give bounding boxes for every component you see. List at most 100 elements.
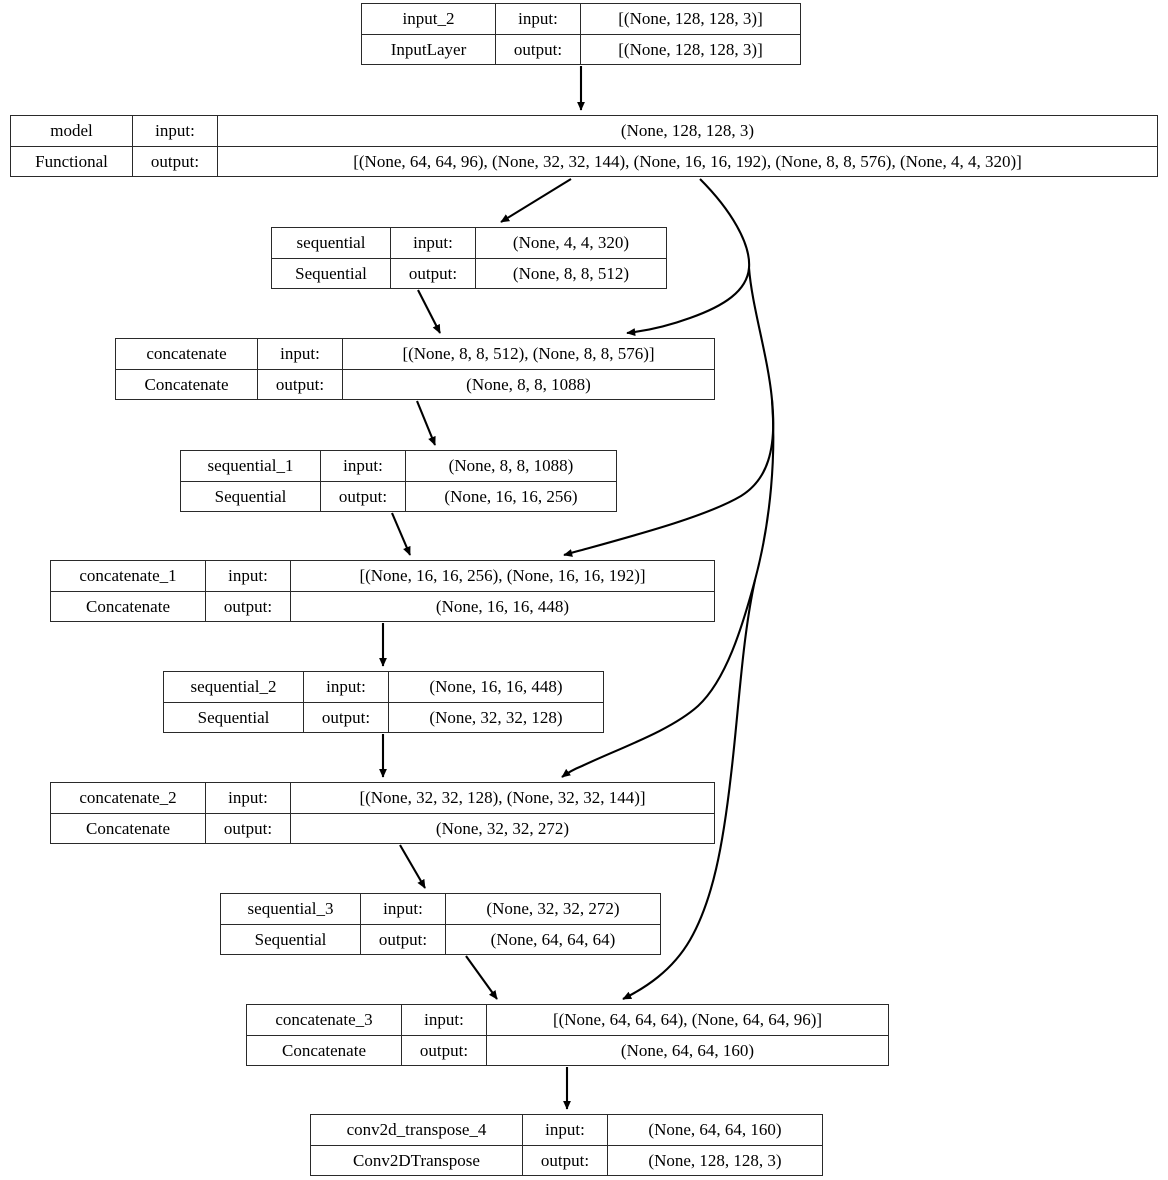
- node-name: sequential_1: [181, 451, 321, 481]
- node-output-shape: [(None, 128, 128, 3)]: [618, 39, 763, 59]
- node-class: Sequential: [164, 702, 304, 732]
- node-name: concatenate_1: [51, 561, 206, 591]
- node-input-shape: (None, 64, 64, 160): [648, 1120, 782, 1140]
- node-output-shape: (None, 16, 16, 256): [444, 486, 578, 506]
- node-input-shape: [(None, 128, 128, 3)]: [618, 9, 763, 29]
- node-input-shape: (None, 8, 8, 1088): [448, 456, 574, 476]
- node-class: InputLayer: [362, 34, 496, 64]
- node-class: Concatenate: [51, 813, 206, 843]
- node-class: Concatenate: [51, 591, 206, 621]
- node-name: conv2d_transpose_4: [311, 1115, 523, 1145]
- node-name: concatenate: [116, 339, 258, 369]
- node-input-shape: [(None, 8, 8, 512), (None, 8, 8, 576)]: [402, 344, 655, 364]
- node-input-label: input:: [206, 561, 291, 591]
- node-output-label: output:: [321, 481, 406, 511]
- edge-sequential-to-concatenate: [417, 289, 441, 334]
- node-output-shape: [(None, 64, 64, 96), (None, 32, 32, 144)…: [353, 151, 1022, 171]
- edge-concatenate-to-sequential1: [416, 400, 436, 446]
- node-output-label: output:: [258, 369, 343, 399]
- node-output-shape: (None, 16, 16, 448): [435, 596, 570, 616]
- node-input-label: input:: [258, 339, 343, 369]
- node-output-shape: (None, 128, 128, 3): [648, 1150, 782, 1170]
- node-class: Concatenate: [116, 369, 258, 399]
- node-input-label: input:: [496, 4, 581, 34]
- node-input-shape: (None, 4, 4, 320): [512, 233, 630, 253]
- node-name: sequential: [272, 228, 391, 258]
- node-name: model: [11, 116, 133, 146]
- node-class: Conv2DTranspose: [311, 1145, 523, 1175]
- node-input-shape: (None, 128, 128, 3): [620, 121, 755, 141]
- node-output-shape: (None, 32, 32, 128): [429, 707, 563, 727]
- node-input-label: input:: [523, 1115, 608, 1145]
- node-output-label: output:: [402, 1035, 487, 1065]
- node-output-shape: (None, 8, 8, 1088): [466, 374, 591, 394]
- node-name: sequential_2: [164, 672, 304, 702]
- node-class: Sequential: [221, 924, 361, 954]
- node-name: input_2: [362, 4, 496, 34]
- node-output-shape: (None, 64, 64, 64): [490, 929, 616, 949]
- node-input-label: input:: [402, 1005, 487, 1035]
- node-output-label: output:: [391, 258, 476, 288]
- node-input-label: input:: [133, 116, 218, 146]
- node-input-label: input:: [304, 672, 389, 702]
- node-name: concatenate_3: [247, 1005, 402, 1035]
- node-input-label: input:: [321, 451, 406, 481]
- node-input-shape: [(None, 64, 64, 64), (None, 64, 64, 96)]: [552, 1010, 823, 1030]
- edge-sequential3-to-concatenate3: [465, 955, 498, 1000]
- node-input-label: input:: [361, 894, 446, 924]
- node-name: concatenate_2: [51, 783, 206, 813]
- node-output-label: output:: [523, 1145, 608, 1175]
- node-output-label: output:: [206, 813, 291, 843]
- node-output-label: output:: [206, 591, 291, 621]
- node-class: Sequential: [181, 481, 321, 511]
- node-output-label: output:: [496, 34, 581, 64]
- node-output-label: output:: [304, 702, 389, 732]
- edge-model-to-sequential: [500, 178, 572, 223]
- node-input-label: input:: [206, 783, 291, 813]
- node-input-shape: [(None, 16, 16, 256), (None, 16, 16, 192…: [359, 566, 646, 586]
- node-output-shape: (None, 32, 32, 272): [435, 818, 570, 838]
- node-input-shape: (None, 32, 32, 272): [486, 899, 620, 919]
- edge-concatenate2-to-sequential3: [399, 844, 426, 889]
- node-output-shape: (None, 64, 64, 160): [620, 1040, 755, 1060]
- node-class: Sequential: [272, 258, 391, 288]
- node-name: sequential_3: [221, 894, 361, 924]
- node-input-shape: (None, 16, 16, 448): [429, 677, 563, 697]
- node-output-label: output:: [361, 924, 446, 954]
- node-class: Concatenate: [247, 1035, 402, 1065]
- node-input-shape: [(None, 32, 32, 128), (None, 32, 32, 144…: [359, 788, 646, 808]
